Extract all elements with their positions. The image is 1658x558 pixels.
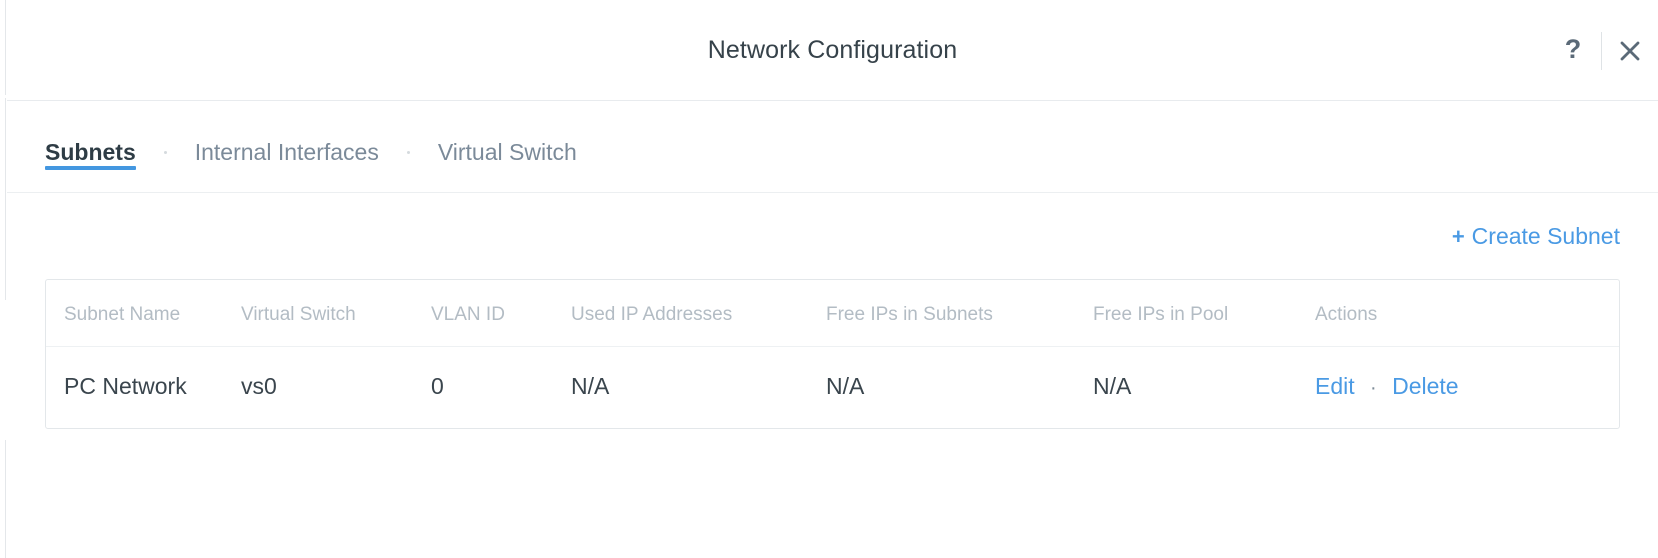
cell-free-ips-in-pool: N/A	[1093, 373, 1132, 399]
subnets-table-card: Subnet Name Virtual Switch VLAN ID Used …	[45, 279, 1620, 429]
column-header-free-ips-in-subnets: Free IPs in Subnets	[826, 280, 1093, 347]
modal-header: Network Configuration ?	[7, 0, 1658, 101]
plus-icon: +	[1451, 223, 1465, 249]
column-header-actions: Actions	[1315, 280, 1619, 347]
cell-vlan-id: 0	[431, 373, 444, 399]
page-title: Network Configuration	[707, 36, 958, 64]
background-page-edge	[0, 0, 6, 558]
modal-body: + Create Subnet Subnet Name Virtual Swit…	[7, 193, 1658, 429]
tab-separator-dot	[406, 151, 410, 154]
subnets-table: Subnet Name Virtual Switch VLAN ID Used …	[46, 280, 1619, 428]
cell-actions: Edit · Delete	[1315, 347, 1619, 429]
column-header-virtual-switch: Virtual Switch	[241, 280, 431, 347]
tab-internal-interfaces-label: Internal Interfaces	[194, 139, 379, 165]
tab-subnets[interactable]: Subnets	[45, 101, 136, 170]
cell-free-ips-in-subnets: N/A	[826, 373, 865, 399]
network-configuration-modal: Network Configuration ? Subnets Int	[7, 0, 1658, 558]
close-x-icon	[1617, 38, 1643, 64]
column-header-free-ips-in-pool: Free IPs in Pool	[1093, 280, 1315, 347]
tab-internal-interfaces[interactable]: Internal Interfaces	[195, 101, 379, 166]
tab-bar: Subnets Internal Interfaces Virtual Swit…	[7, 101, 1658, 193]
background-page-gap-lower	[0, 300, 7, 440]
table-head: Subnet Name Virtual Switch VLAN ID Used …	[46, 280, 1619, 347]
table-body: PC Network vs0 0 N/A N/A N/A Edit · Dele…	[46, 347, 1619, 429]
action-separator-dot: ·	[1370, 377, 1377, 399]
close-button[interactable]	[1602, 0, 1658, 101]
create-subnet-button[interactable]: + Create Subnet	[1452, 223, 1620, 250]
cell-subnet-name: PC Network	[64, 373, 187, 399]
question-mark-icon: ?	[1564, 34, 1582, 64]
cell-used-ip-addresses: N/A	[571, 373, 610, 399]
column-header-vlan-id: VLAN ID	[431, 280, 571, 347]
column-header-used-ip-addresses: Used IP Addresses	[571, 280, 826, 347]
help-button[interactable]: ?	[1545, 0, 1601, 101]
tab-subnets-label: Subnets	[45, 139, 136, 165]
column-header-subnet-name: Subnet Name	[46, 280, 241, 347]
cell-virtual-switch: vs0	[241, 373, 277, 399]
tab-virtual-switch-label: Virtual Switch	[437, 139, 577, 165]
table-header-row: Subnet Name Virtual Switch VLAN ID Used …	[46, 280, 1619, 347]
table-row[interactable]: PC Network vs0 0 N/A N/A N/A Edit · Dele…	[46, 347, 1619, 429]
edit-link[interactable]: Edit	[1315, 373, 1355, 399]
tab-virtual-switch[interactable]: Virtual Switch	[438, 101, 577, 166]
delete-link[interactable]: Delete	[1392, 373, 1459, 399]
tab-separator-dot	[163, 151, 167, 154]
table-toolbar: + Create Subnet	[45, 193, 1620, 279]
create-subnet-label: Create Subnet	[1471, 222, 1620, 249]
header-actions: ?	[1545, 0, 1658, 101]
background-page-gap	[0, 95, 7, 98]
header-divider	[1601, 31, 1602, 70]
